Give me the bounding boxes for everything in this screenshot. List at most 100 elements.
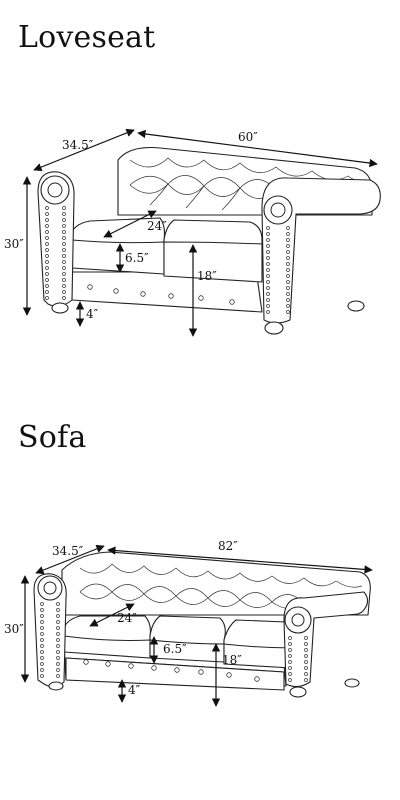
nailhead-stud xyxy=(40,656,44,660)
loveseat-seat-depth-label: 24″ xyxy=(147,219,167,233)
nailhead-stud xyxy=(40,674,44,678)
nailhead-stud xyxy=(288,642,292,646)
sofa-leg xyxy=(289,686,307,698)
loveseat-right-arm-scroll xyxy=(263,195,293,225)
nailhead-stud xyxy=(288,654,292,658)
sofa-right-arm-studs xyxy=(288,636,308,682)
sofa-cushion-label: 6.5″ xyxy=(163,642,187,656)
nailhead-stud xyxy=(40,632,44,636)
nailhead-stud xyxy=(40,614,44,618)
nailhead-stud xyxy=(62,224,66,228)
nailhead-stud xyxy=(266,256,270,260)
nailhead-stud xyxy=(62,278,66,282)
nailhead-stud xyxy=(266,286,270,290)
nailhead-stud xyxy=(288,648,292,652)
nailhead-stud xyxy=(266,232,270,236)
loveseat-depth-label: 34.5″ xyxy=(62,138,94,152)
nailhead-stud xyxy=(266,262,270,266)
nailhead-stud xyxy=(286,238,290,242)
nailhead-stud xyxy=(266,310,270,314)
sofa-width-label: 82″ xyxy=(218,539,238,553)
sofa-leg xyxy=(48,681,64,691)
nailhead-stud xyxy=(56,608,60,612)
nailhead-stud xyxy=(45,260,49,264)
loveseat-width-label: 60″ xyxy=(238,130,258,144)
nailhead-stud xyxy=(45,248,49,252)
nailhead-stud xyxy=(266,244,270,248)
sofa-left-arm-studs xyxy=(40,602,60,678)
loveseat-leg xyxy=(264,321,284,335)
nailhead-stud xyxy=(286,292,290,296)
nailhead-stud xyxy=(45,272,49,276)
nailhead-stud xyxy=(266,292,270,296)
nailhead-stud xyxy=(56,632,60,636)
nailhead-stud xyxy=(62,236,66,240)
nailhead-stud xyxy=(304,660,308,664)
nailhead-stud xyxy=(56,620,60,624)
sofa-drawing: 34.5″ 82″ 30″ 24″ 6.5″ 18″ 4″ xyxy=(4,539,373,707)
sofa-section: Sofa xyxy=(0,400,400,800)
loveseat-right-arm-studs xyxy=(266,226,290,314)
nailhead-stud xyxy=(45,230,49,234)
nailhead-stud xyxy=(286,250,290,254)
nailhead-stud xyxy=(45,206,49,210)
loveseat-skirt-buttons xyxy=(87,284,235,305)
nailhead-stud xyxy=(286,256,290,260)
nailhead-stud xyxy=(45,236,49,240)
nailhead-stud xyxy=(40,608,44,612)
nailhead-stud xyxy=(56,614,60,618)
nailhead-stud xyxy=(56,656,60,660)
nailhead-stud xyxy=(45,266,49,270)
nailhead-stud xyxy=(40,638,44,642)
sofa-seat-height-label: 18″ xyxy=(222,653,242,667)
nailhead-stud xyxy=(266,298,270,302)
nailhead-stud xyxy=(62,212,66,216)
nailhead-stud xyxy=(266,274,270,278)
nailhead-stud xyxy=(266,226,270,230)
loveseat-cushion-label: 6.5″ xyxy=(125,251,149,265)
nailhead-stud xyxy=(62,206,66,210)
loveseat-seat-height-label: 18″ xyxy=(197,269,217,283)
loveseat-title: Loveseat xyxy=(18,20,156,55)
nailhead-stud xyxy=(288,636,292,640)
nailhead-stud xyxy=(40,620,44,624)
nailhead-stud xyxy=(304,636,308,640)
sofa-cushion-middle xyxy=(149,615,226,663)
nailhead-stud xyxy=(266,238,270,242)
nailhead-stud xyxy=(45,212,49,216)
loveseat-height-label: 30″ xyxy=(4,237,24,251)
loveseat-left-arm-studs xyxy=(45,206,66,300)
nailhead-stud xyxy=(266,280,270,284)
sofa-depth-dim xyxy=(35,544,105,575)
nailhead-stud xyxy=(266,250,270,254)
sofa-left-arm-scroll xyxy=(37,575,63,601)
nailhead-stud xyxy=(56,638,60,642)
nailhead-stud xyxy=(286,286,290,290)
nailhead-stud xyxy=(45,296,49,300)
nailhead-stud xyxy=(304,672,308,676)
nailhead-stud xyxy=(62,290,66,294)
nailhead-stud xyxy=(62,248,66,252)
nailhead-stud xyxy=(56,662,60,666)
nailhead-stud xyxy=(40,644,44,648)
nailhead-stud xyxy=(45,290,49,294)
nailhead-stud xyxy=(40,662,44,666)
nailhead-stud xyxy=(304,654,308,658)
nailhead-stud xyxy=(286,226,290,230)
nailhead-stud xyxy=(266,268,270,272)
nailhead-stud xyxy=(304,666,308,670)
nailhead-stud xyxy=(40,668,44,672)
sofa-skirt-buttons xyxy=(83,659,260,682)
sofa-right-arm xyxy=(283,591,369,688)
nailhead-stud xyxy=(45,284,49,288)
loveseat-left-arm-scroll xyxy=(40,175,70,205)
loveseat-section: Loveseat xyxy=(4,20,381,337)
nailhead-stud xyxy=(62,254,66,258)
nailhead-stud xyxy=(56,668,60,672)
nailhead-stud xyxy=(286,310,290,314)
nailhead-stud xyxy=(286,262,290,266)
nailhead-stud xyxy=(62,266,66,270)
nailhead-stud xyxy=(304,648,308,652)
sofa-depth-label: 34.5″ xyxy=(52,544,84,558)
nailhead-stud xyxy=(62,284,66,288)
